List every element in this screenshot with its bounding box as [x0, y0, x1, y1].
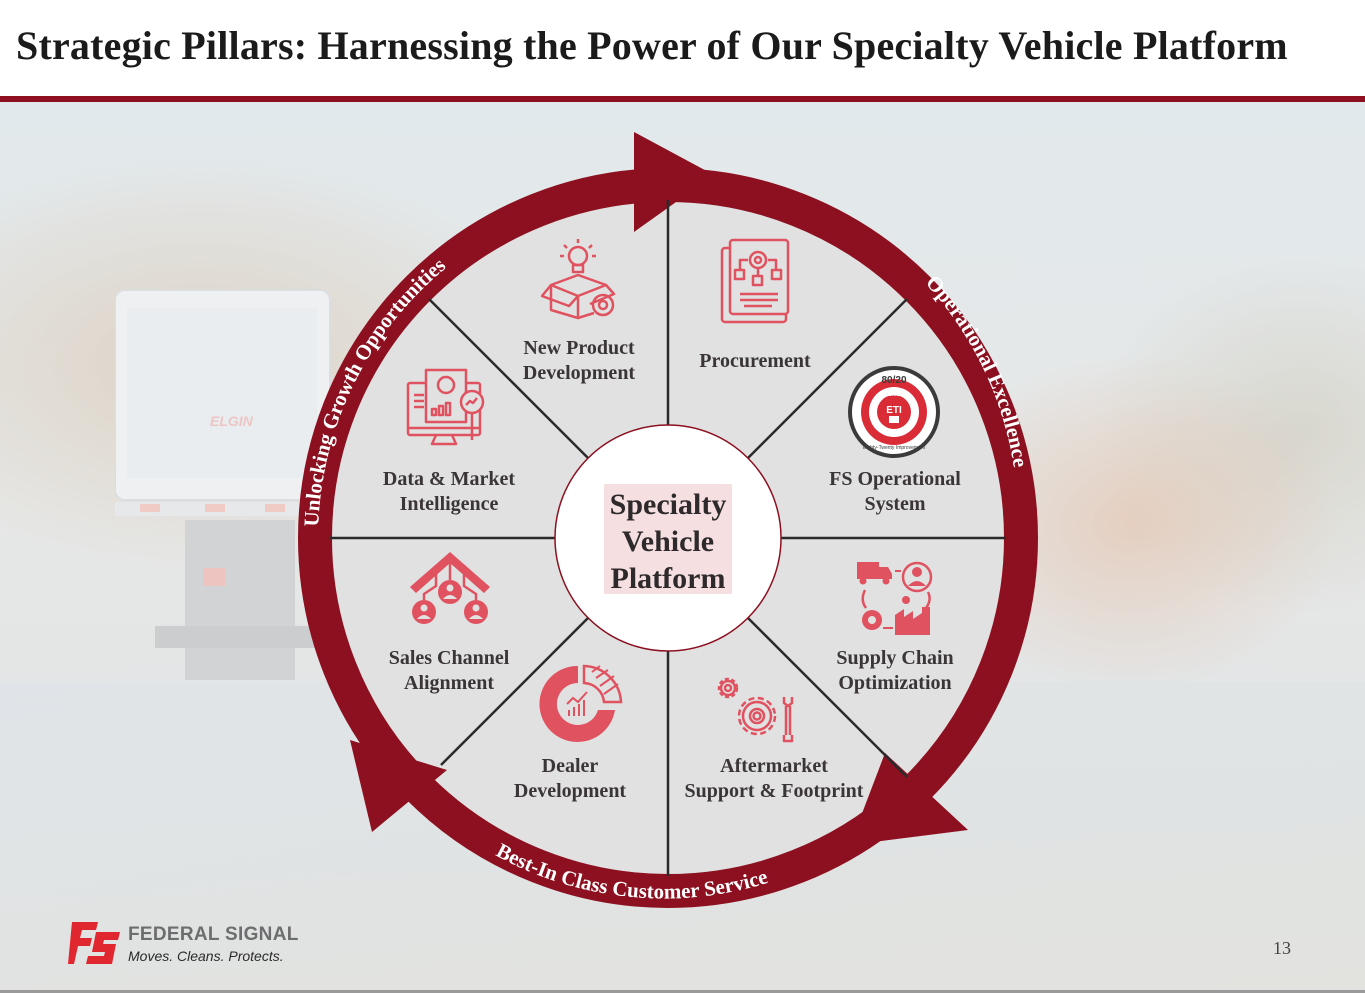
network-people-icon	[410, 552, 490, 624]
bottom-divider	[0, 990, 1365, 993]
center-label-line: Specialty	[609, 488, 727, 521]
truck-image: ELGIN	[115, 289, 335, 680]
svg-text:80/20: 80/20	[881, 375, 906, 386]
segment-label-line: Sales Channel	[388, 647, 510, 669]
segment-dealer-development: Dealer Development	[514, 754, 626, 804]
segment-sales-channel-alignment: Sales Channel Alignment	[389, 646, 510, 696]
brand-tagline: Moves. Cleans. Protects.	[128, 948, 284, 964]
segment-supply-chain-optimization: Supply Chain Optimization	[836, 646, 953, 696]
center-watermark	[604, 484, 732, 594]
segment-label-line: System	[864, 493, 926, 515]
page-number: 13	[1273, 938, 1291, 958]
segment-label-line: Alignment	[404, 672, 494, 694]
center-label-line: Vehicle	[621, 525, 715, 558]
center-label: Specialty Vehicle Platform	[610, 486, 727, 597]
document-flowchart-icon	[720, 238, 790, 324]
arrowhead-bottom-right	[850, 753, 968, 845]
segment-label-line: Dealer	[541, 755, 599, 777]
title-divider	[0, 96, 1365, 102]
svg-text:ELGIN: ELGIN	[210, 413, 254, 429]
segment-label-line: Development	[522, 362, 636, 384]
segment-data-market-intelligence: Data & Market Intelligence	[383, 467, 515, 517]
segment-new-product-development: New Product Development	[523, 336, 635, 386]
eti-8020-badge-icon: 80/20 SEGMENT ETI Eighty-Twenty Improvem…	[848, 366, 940, 458]
slide-title: Strategic Pillars: Harnessing the Power …	[16, 23, 1288, 68]
segment-label-line: New Product	[523, 337, 635, 359]
monitor-analytics-icon	[406, 368, 485, 446]
segment-label-line: Intelligence	[399, 493, 499, 515]
segment-label-line: Development	[513, 780, 627, 802]
segment-procurement: Procurement	[699, 349, 810, 374]
center-label-line: Platform	[610, 562, 726, 595]
arrowhead-top	[634, 132, 714, 232]
donut-chart-growth-icon	[539, 664, 623, 742]
arrowhead-bottom-left	[350, 740, 447, 832]
segment-label-line: FS Operational	[829, 468, 961, 490]
brand-name: FEDERAL SIGNAL	[128, 924, 299, 945]
segment-label-line: Procurement	[699, 350, 811, 372]
title-bar: Strategic Pillars: Harnessing the Power …	[0, 0, 1365, 96]
svg-text:ETI: ETI	[886, 405, 902, 416]
segment-label-line: Support & Footprint	[684, 780, 864, 802]
svg-text:Eighty-Twenty Improvement: Eighty-Twenty Improvement	[863, 445, 926, 451]
segment-label-line: Aftermarket	[720, 755, 828, 777]
segment-dividers	[330, 200, 1006, 876]
lightbulb-box-gear-icon	[540, 239, 616, 320]
federal-signal-logo-icon	[68, 922, 120, 964]
gears-wrench-icon	[717, 677, 794, 743]
segment-aftermarket-support: Aftermarket Support & Footprint	[685, 754, 864, 804]
segment-label-line: Data & Market	[382, 468, 516, 490]
svg-text:SEGMENT: SEGMENT	[882, 392, 907, 398]
supply-chain-icon	[857, 561, 933, 635]
segment-label-line: Supply Chain	[836, 647, 954, 669]
segment-label-line: Optimization	[838, 672, 952, 694]
segment-fs-operational-system: FS Operational System	[829, 467, 961, 517]
